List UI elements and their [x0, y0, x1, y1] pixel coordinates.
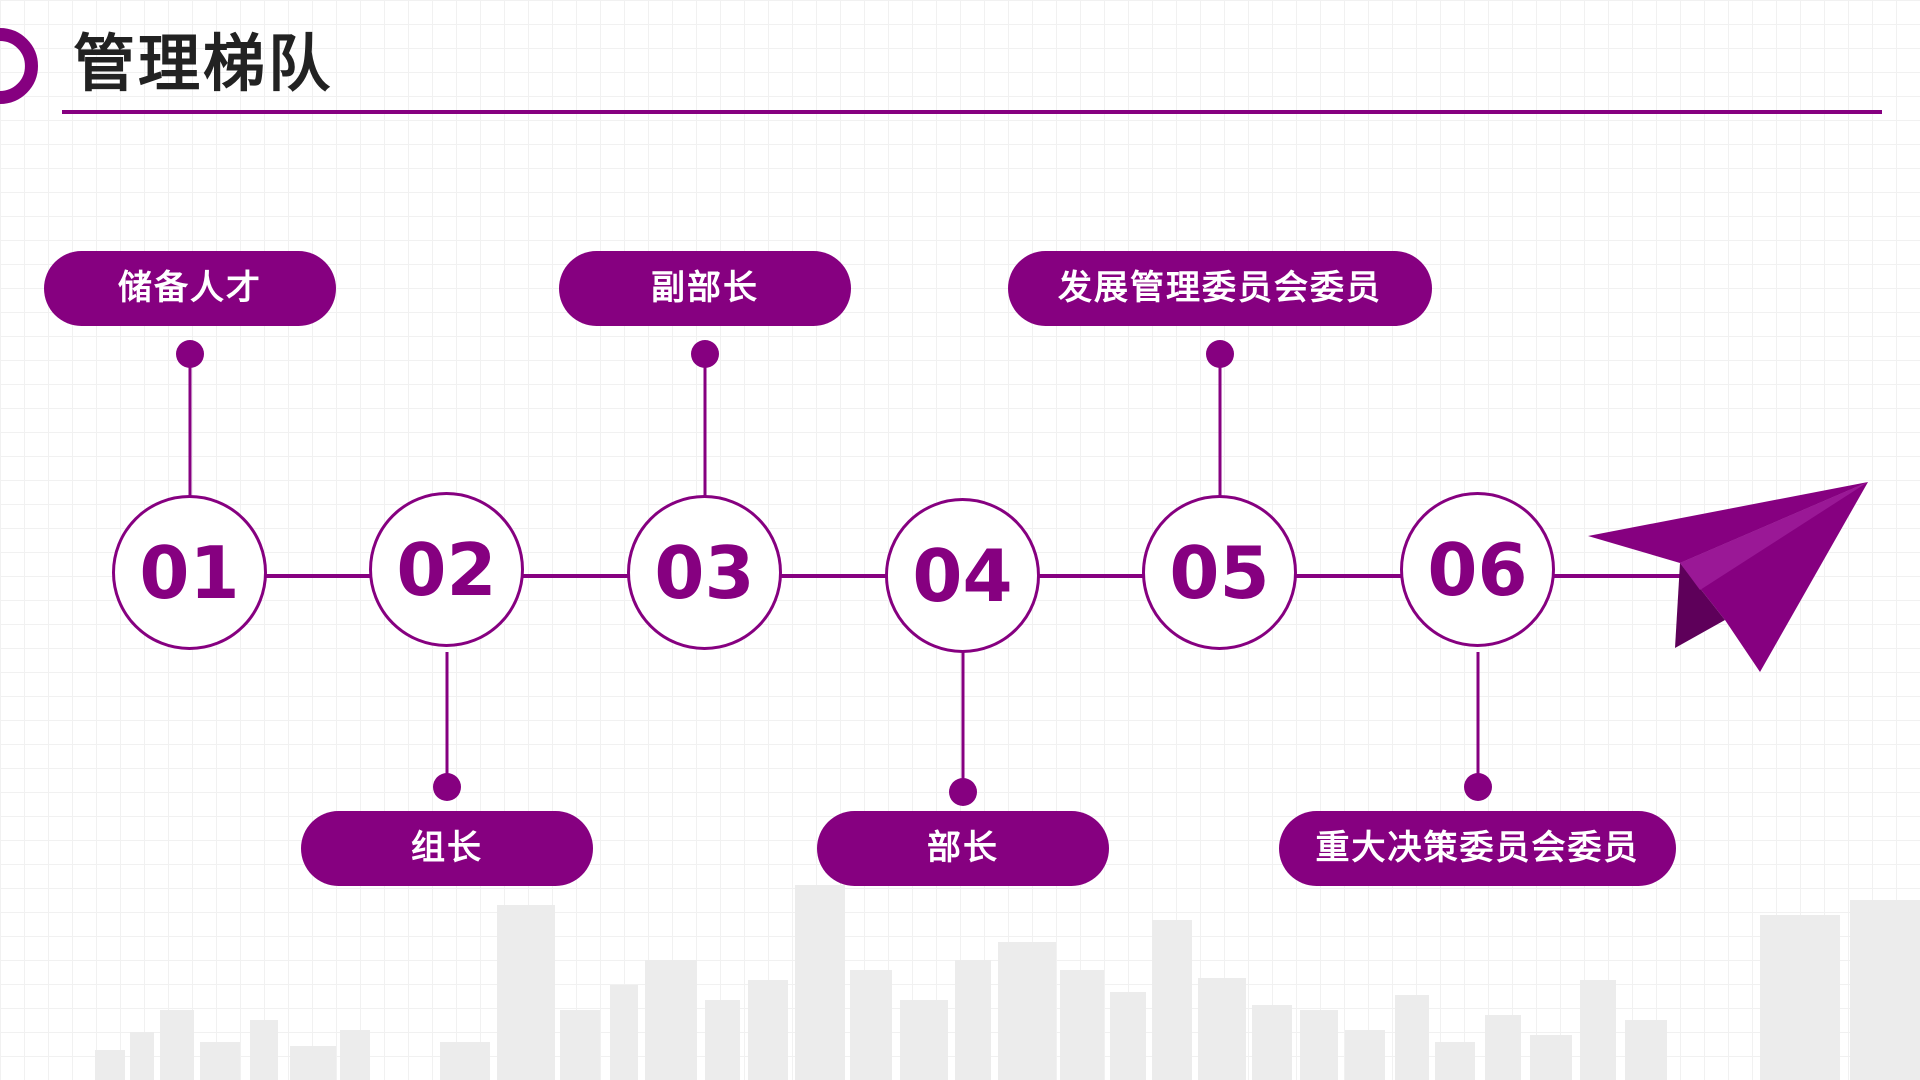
step-number-04: 04: [885, 498, 1040, 653]
step-label-05: 发展管理委员会委员: [1008, 251, 1432, 326]
paper-plane-icon: [1588, 482, 1868, 672]
step-number-05: 05: [1142, 495, 1297, 650]
step-dot-06: [1464, 773, 1492, 801]
step-dot-04: [949, 778, 977, 806]
page-title: 管理梯队: [73, 27, 334, 100]
city-skyline: [95, 885, 1920, 1080]
step-number-03: 03: [627, 495, 782, 650]
step-dot-02: [433, 773, 461, 801]
step-number-06: 06: [1400, 492, 1555, 647]
step-label-02: 组长: [301, 811, 593, 886]
step-number-01: 01: [112, 495, 267, 650]
step-label-06: 重大决策委员会委员: [1279, 811, 1676, 886]
step-label-03: 副部长: [559, 251, 851, 326]
title-divider: [62, 110, 1882, 114]
step-label-04: 部长: [817, 811, 1109, 886]
step-dot-01: [176, 340, 204, 368]
step-dot-05: [1206, 340, 1234, 368]
step-number-02: 02: [369, 492, 524, 647]
step-dot-03: [691, 340, 719, 368]
step-label-01: 储备人才: [44, 251, 336, 326]
